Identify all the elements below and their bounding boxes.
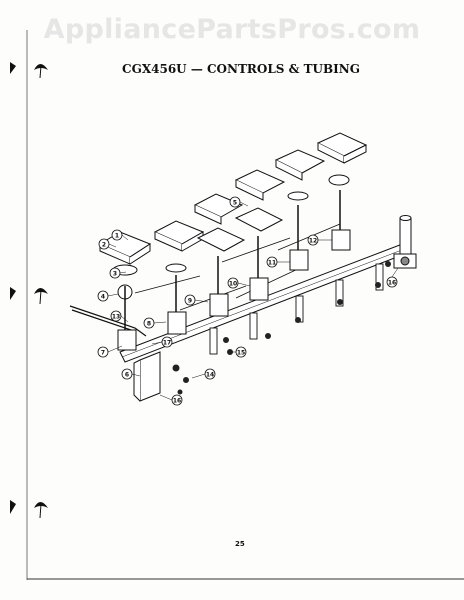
svg-text:15: 15 (237, 350, 245, 357)
mounting-bracket (133, 351, 161, 402)
callout-7: 7 (97, 346, 109, 358)
thermocouple-tube (69, 305, 147, 337)
callout-15: 15 (235, 346, 247, 358)
page-number: 25 (235, 540, 245, 548)
svg-text:5: 5 (233, 200, 237, 207)
callout-1: 1 (111, 229, 123, 241)
callout-3: 3 (109, 267, 121, 279)
page-title: CGX456U — CONTROLS & TUBING (122, 62, 360, 76)
svg-text:9: 9 (188, 298, 192, 305)
svg-text:4: 4 (101, 294, 105, 301)
svg-text:3: 3 (113, 271, 117, 278)
callout-8: 8 (143, 317, 155, 329)
callout-11: 11 (266, 256, 278, 268)
svg-text:16: 16 (173, 398, 181, 405)
control-valve-6 (316, 132, 368, 251)
svg-text:8: 8 (147, 321, 151, 328)
svg-text:6: 6 (125, 372, 129, 379)
callout-4: 4 (97, 290, 109, 302)
callout-12: 12 (307, 234, 319, 246)
hole-punch-mark (10, 287, 48, 305)
svg-text:12: 12 (309, 238, 317, 245)
callout-16-bracket: 16 (171, 394, 183, 406)
callout-leader-lines (107, 201, 399, 401)
callout-16-regulator: 16 (386, 276, 398, 288)
callout-2: 2 (98, 238, 110, 250)
callout-10: 10 (227, 277, 239, 289)
svg-text:10: 10 (229, 281, 237, 288)
callout-5: 5 (229, 196, 241, 208)
pressure-regulator (393, 253, 417, 269)
svg-text:1: 1 (115, 233, 119, 240)
svg-text:17: 17 (163, 340, 171, 347)
callout-6: 6 (121, 368, 133, 380)
svg-text:13: 13 (112, 314, 120, 321)
control-valve-5 (274, 149, 326, 271)
callout-17: 17 (161, 336, 173, 348)
svg-text:14: 14 (206, 372, 214, 379)
control-valve-1 (98, 231, 152, 351)
control-valve-4 (234, 169, 286, 301)
callout-14: 14 (204, 368, 216, 380)
svg-text:11: 11 (268, 260, 276, 267)
svg-text:7: 7 (101, 350, 105, 357)
watermark-text: AppliancePartsPros.com (43, 14, 421, 45)
control-valve-2 (153, 220, 205, 335)
hole-punch-mark (10, 500, 48, 519)
control-valve-3 (193, 193, 246, 317)
callout-9: 9 (184, 294, 196, 306)
svg-text:16: 16 (388, 280, 396, 287)
svg-text:2: 2 (102, 242, 106, 249)
callout-13: 13 (110, 310, 122, 322)
hole-punch-mark (10, 62, 48, 79)
